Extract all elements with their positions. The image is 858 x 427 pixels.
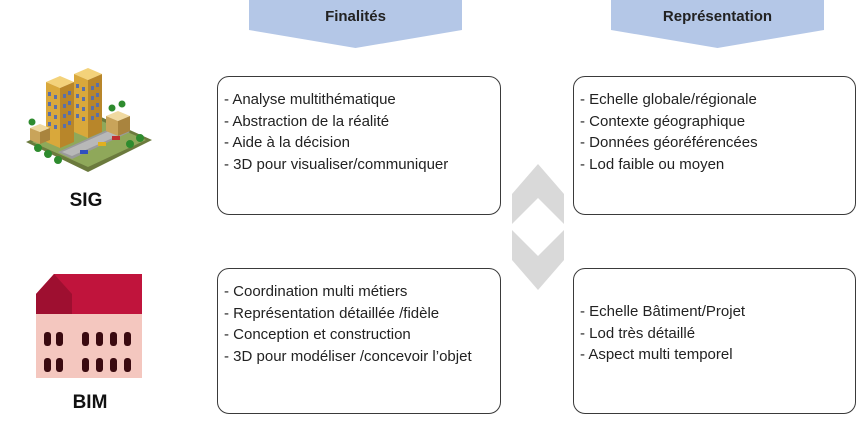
- list-item: - Données géoréférencées: [580, 134, 758, 151]
- header-arrow-shape: [611, 0, 824, 48]
- list-item: - Echelle Bâtiment/Projet: [580, 303, 746, 320]
- list-item: - Aspect multi temporel: [580, 346, 733, 363]
- chevron-up-icon: [512, 164, 564, 224]
- list-item: - Lod très détaillé: [580, 324, 696, 342]
- row-label-bim: BIM: [72, 392, 108, 413]
- bim-representation-box: - Echelle Bâtiment/Projet - Lod très dét…: [573, 268, 856, 414]
- list-item: - 3D pour modéliser /concevoir l’objet: [224, 347, 472, 365]
- list-item: - Représentation détaillée /fidèle: [224, 304, 440, 322]
- list-item: - Conception et construction: [224, 326, 411, 343]
- header-arrow-shape: [249, 0, 462, 48]
- exchange-chevrons-icon: [512, 164, 564, 290]
- list-item: - Contexte géographique: [580, 112, 746, 130]
- list-item: - Coordination multi métiers: [224, 283, 408, 300]
- row-label-sig: SIG: [69, 190, 103, 211]
- header-finalites-label: Finalités: [325, 8, 386, 25]
- sig-representation-box: - Echelle globale/régionale - Contexte g…: [573, 76, 856, 215]
- header-representation-label: Représentation: [662, 8, 773, 25]
- building-icon: [34, 274, 144, 378]
- list-item: - 3D pour visualiser/communiquer: [224, 155, 449, 173]
- list-item: - Lod faible ou moyen: [580, 155, 725, 173]
- header-finalites: Finalités: [249, 0, 462, 50]
- bim-finalites-box: - Coordination multi métiers - Représent…: [217, 268, 501, 414]
- chevron-down-icon: [512, 230, 564, 290]
- list-item: - Analyse multithématique: [224, 91, 396, 108]
- header-representation: Représentation: [611, 0, 824, 50]
- list-item: - Echelle globale/régionale: [580, 91, 757, 108]
- city-buildings-icon: [18, 64, 156, 176]
- list-item: - Aide à la décision: [224, 134, 350, 151]
- list-item: - Abstraction de la réalité: [224, 112, 390, 130]
- sig-finalites-box: - Analyse multithématique - Abstraction …: [217, 76, 501, 215]
